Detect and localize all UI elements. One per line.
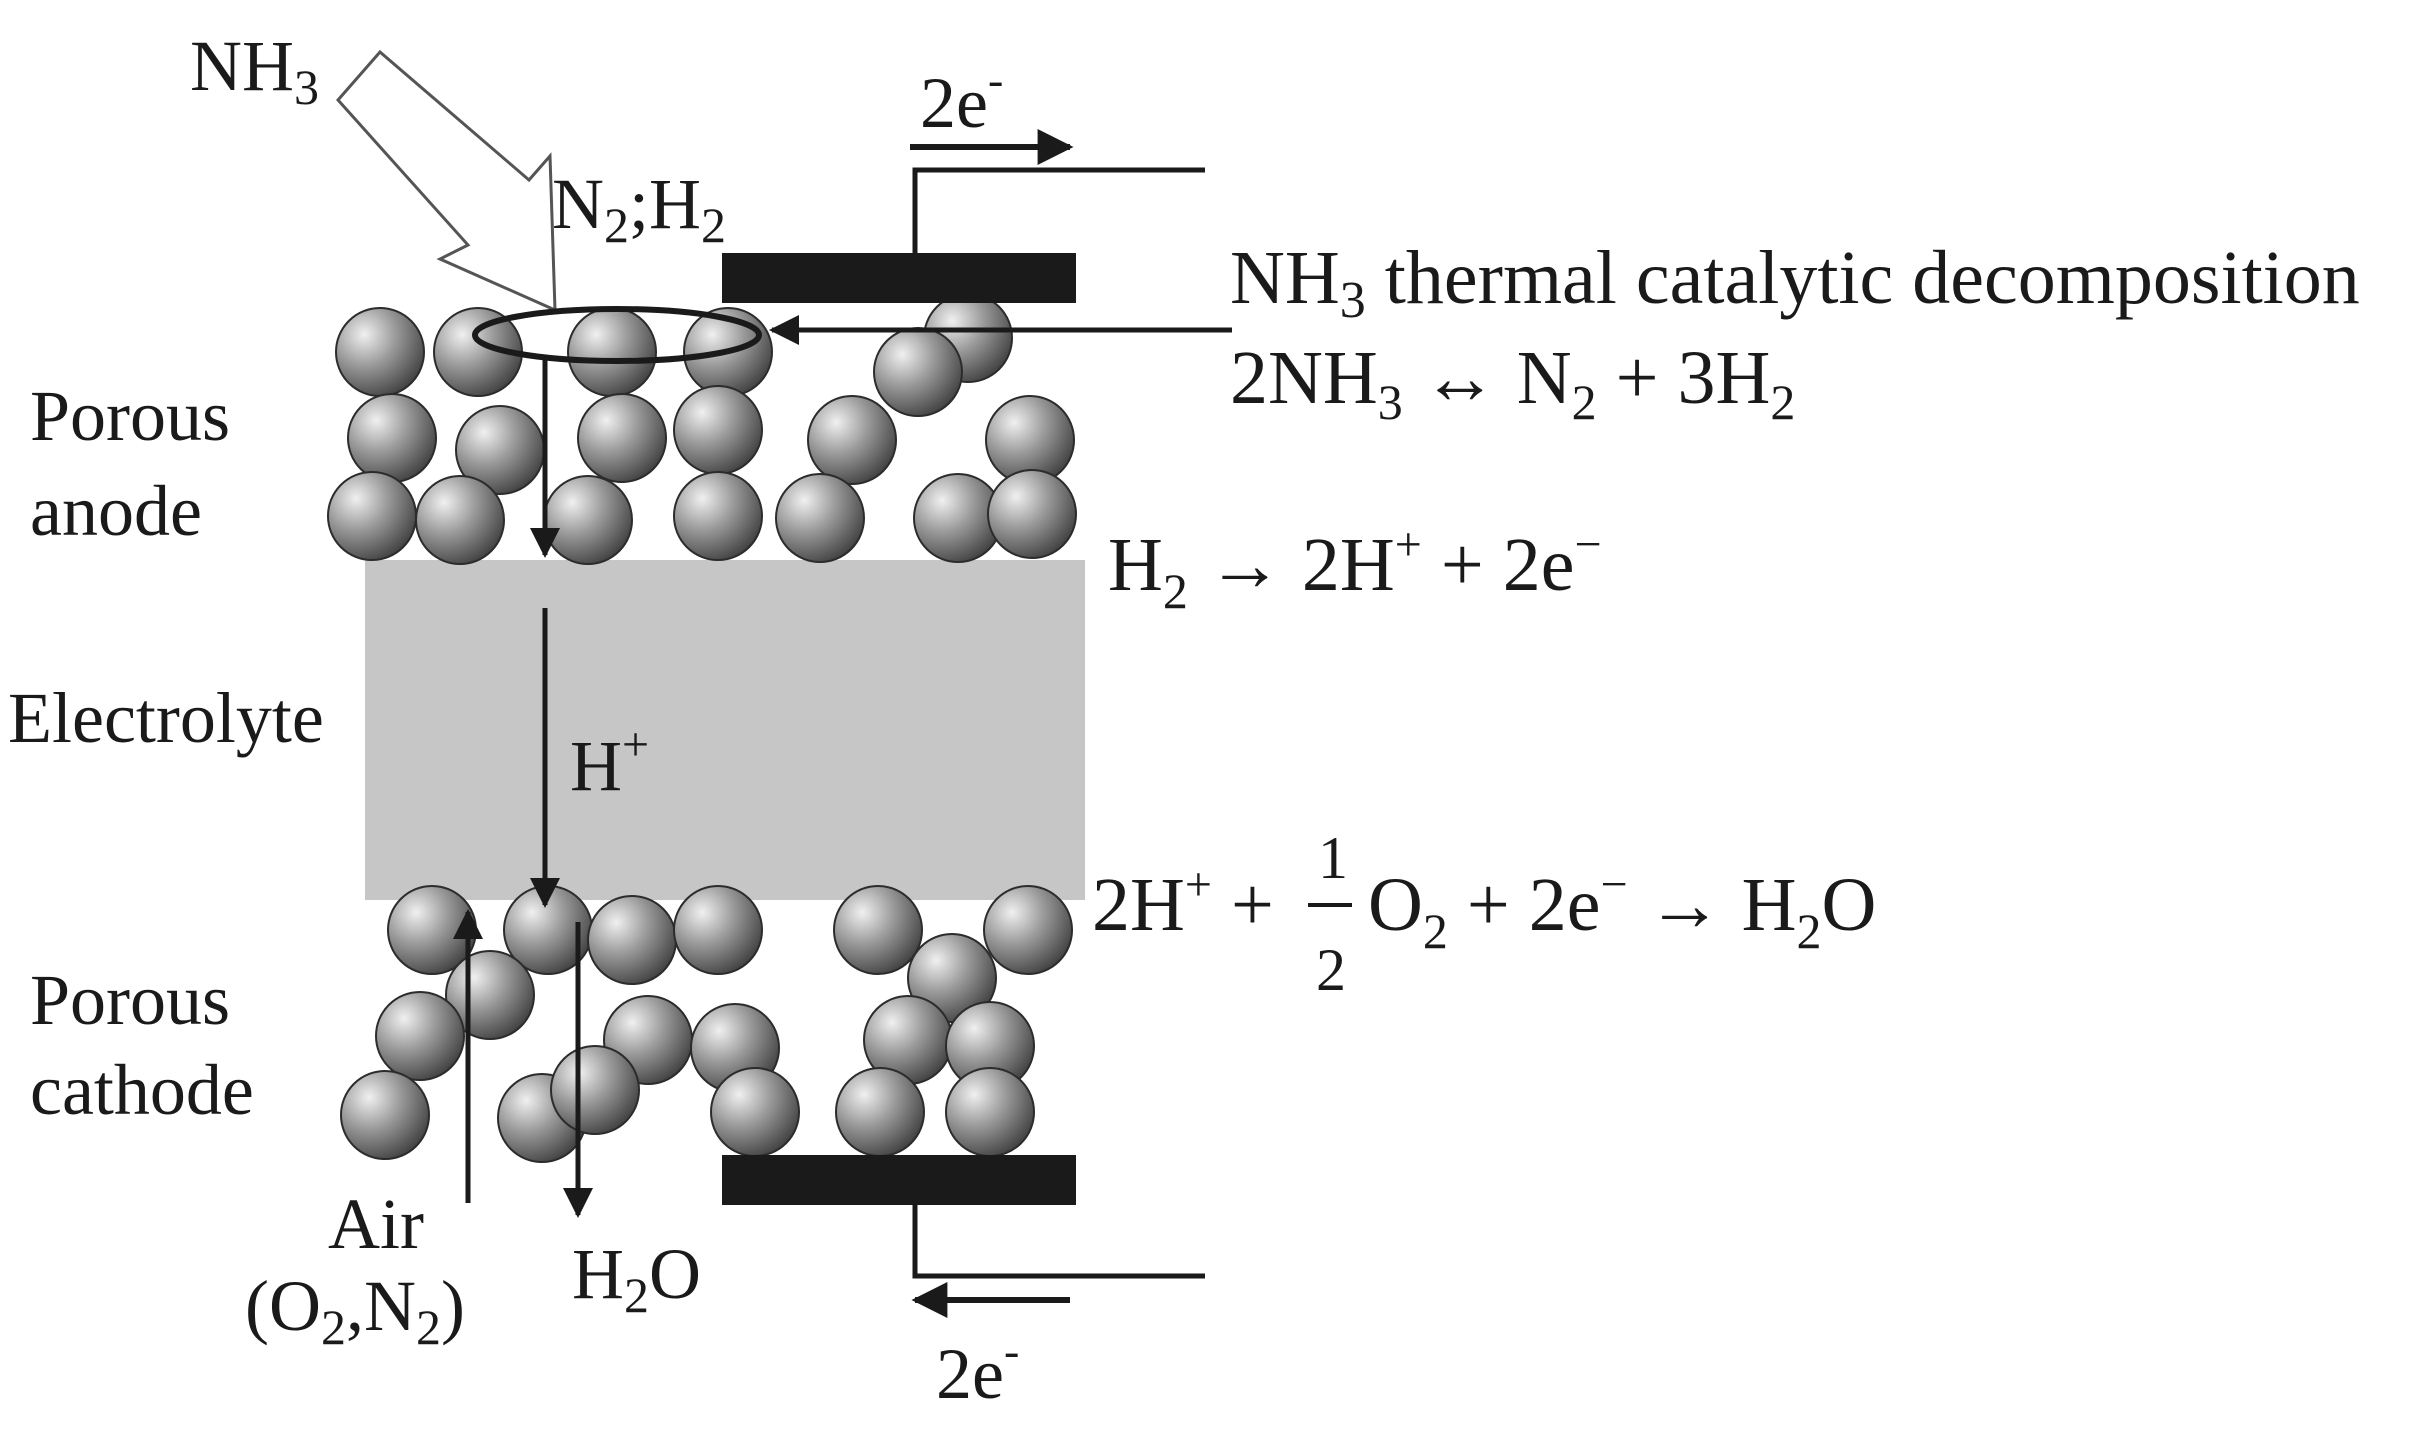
- decomposition-zone-ellipse: [472, 306, 762, 364]
- cathode-particle: [375, 991, 465, 1081]
- water-outlet-label: H2O: [572, 1234, 701, 1323]
- cathode-particle: [340, 1070, 430, 1160]
- proton-label: H+: [570, 718, 649, 806]
- cathode-particles: [340, 885, 1073, 1163]
- anode-particle: [347, 393, 437, 483]
- anode-external-wire: [912, 167, 1205, 253]
- anode-particle: [415, 475, 505, 565]
- anode-particle: [335, 307, 425, 397]
- anode-label-line2: anode: [30, 471, 202, 551]
- anode-particle: [543, 475, 633, 565]
- anode-particle: [987, 469, 1077, 559]
- anode-particle: [873, 327, 963, 417]
- anode-label-line1: Porous: [30, 376, 230, 456]
- electrolyte-layer: [365, 560, 1085, 900]
- half-fraction-numerator: 1: [1318, 825, 1348, 891]
- anode-particles: [327, 293, 1077, 565]
- cathode-particle: [833, 885, 923, 975]
- cathode-current-collector: [722, 1155, 1076, 1205]
- cathode-label-line1: Porous: [30, 960, 230, 1040]
- svg-text:2H+ +: 2H+ +: [1092, 858, 1274, 947]
- cathode-label-line2: cathode: [30, 1050, 254, 1130]
- decomposition-title: NH3 thermal catalytic decomposition: [1230, 236, 2360, 329]
- cathode-particle: [945, 1067, 1035, 1157]
- ammonia-label: NH3: [190, 26, 319, 115]
- anode-half-reaction: H2 → 2H+ + 2e−: [1108, 518, 1602, 619]
- cathode-particle: [550, 1045, 640, 1135]
- decomposition-equation: 2NH3 ↔ N2 + 3H2: [1230, 336, 1795, 430]
- anode-particle: [673, 471, 763, 561]
- anode-particle: [775, 473, 865, 563]
- ammonia-feed-arrow: [335, 49, 557, 313]
- electrons-in-label: 2e-: [936, 1325, 1019, 1414]
- svg-text:O2 + 2e− → H2O: O2 + 2e− → H2O: [1368, 858, 1876, 959]
- cathode-particle: [835, 1067, 925, 1157]
- anode-particle: [673, 385, 763, 475]
- cathode-particle: [587, 895, 677, 985]
- anode-particle: [327, 471, 417, 561]
- air-label: Air: [328, 1184, 424, 1264]
- anode-current-collector: [722, 253, 1076, 303]
- cathode-particle: [673, 885, 763, 975]
- electrolyte-label: Electrolyte: [8, 678, 324, 758]
- anode-particle: [807, 395, 897, 485]
- cathode-particle: [983, 885, 1073, 975]
- half-fraction-denominator: 2: [1316, 937, 1346, 1003]
- decomposition-products-label: N2;H2: [552, 164, 726, 253]
- cathode-half-reaction: 2H+ + 1 2 O2 + 2e− → H2O: [1092, 825, 1876, 1003]
- anode-particle: [577, 393, 667, 483]
- cathode-particle: [710, 1067, 800, 1157]
- anode-particle: [567, 307, 657, 397]
- electrons-out-label: 2e-: [920, 54, 1003, 143]
- cathode-external-wire: [912, 1205, 1205, 1279]
- air-composition-label: (O2,N2): [245, 1266, 465, 1355]
